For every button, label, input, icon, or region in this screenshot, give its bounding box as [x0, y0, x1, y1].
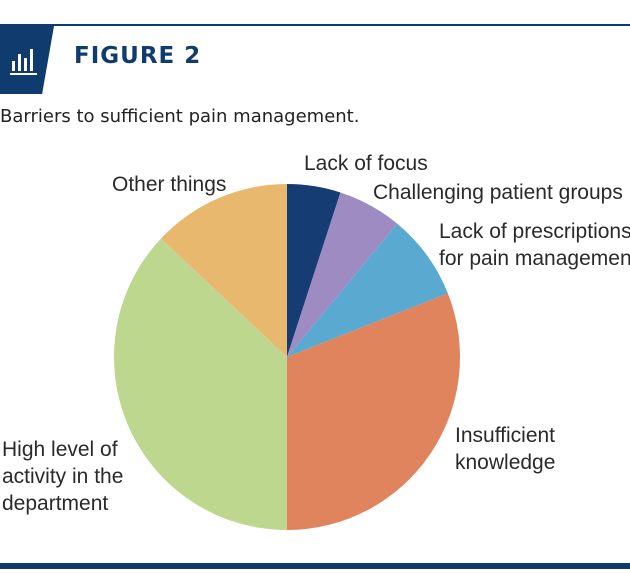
label-insufficient-knowledge-line1: Insufficient — [455, 424, 556, 447]
label-high-activity: High level of activity in the department — [2, 436, 123, 517]
label-high-activity-line3: department — [2, 492, 109, 515]
pie-slices — [113, 184, 460, 530]
top-rule — [0, 24, 630, 26]
pie-slice-insufficient-knowledge — [287, 293, 460, 530]
chart-title: Barriers to sufficient pain management. — [0, 106, 360, 127]
label-lack-of-prescriptions: Lack of prescriptions for pain managemen… — [439, 218, 630, 272]
label-insufficient-knowledge: Insufficient knowledge — [455, 422, 555, 476]
bottom-rule — [0, 563, 630, 569]
pie-slice-lack-of-prescriptions-for-pain-management — [287, 223, 448, 357]
pie-slice-lack-of-focus — [287, 184, 341, 357]
label-insufficient-knowledge-line2: knowledge — [455, 451, 556, 474]
pie-slice-high-level-of-activity-in-the-department — [113, 238, 287, 530]
label-other-things: Other things — [112, 173, 227, 196]
pie-slice-other-things — [160, 184, 287, 357]
pie-slice-challenging-patient-groups — [287, 192, 398, 357]
label-high-activity-line1: High level of — [2, 438, 118, 461]
label-lack-of-focus: Lack of focus — [304, 152, 428, 175]
figure-label: FIGURE 2 — [74, 43, 202, 69]
label-lack-of-prescriptions-line2: for pain management — [439, 247, 630, 270]
label-high-activity-line2: activity in the — [2, 465, 124, 488]
label-challenging-patient-groups: Challenging patient groups — [373, 181, 623, 204]
label-lack-of-prescriptions-line1: Lack of prescriptions — [439, 220, 630, 243]
bar-chart-icon — [10, 49, 37, 75]
